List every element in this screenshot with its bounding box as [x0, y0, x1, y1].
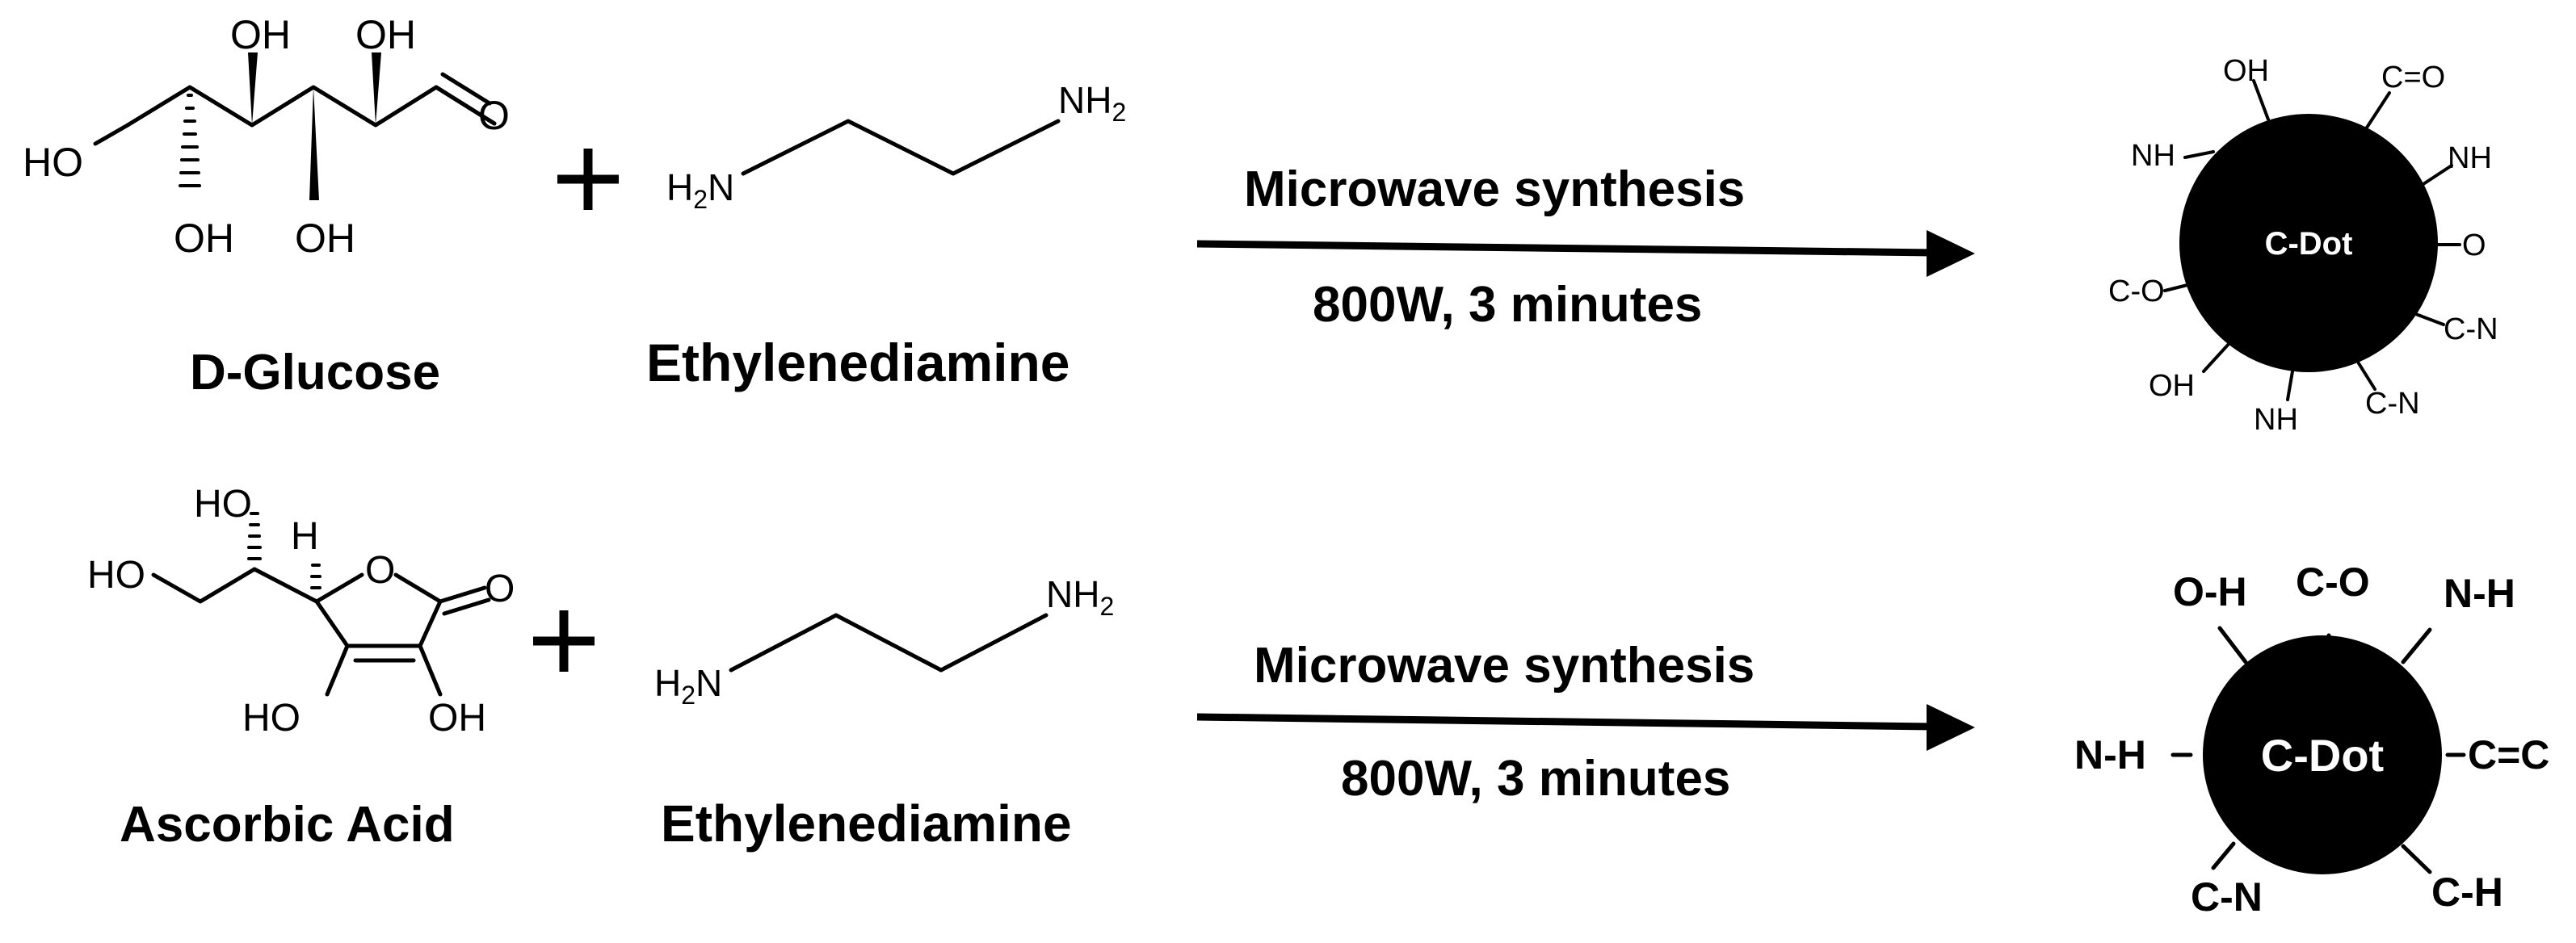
ascorbic-ring-lower: [314, 599, 443, 648]
ascorbic-oh-bond-1: [325, 643, 350, 697]
c-dot-1-group-co-double: C=O: [2381, 61, 2445, 94]
c-dot-2-group-oh: O-H: [2173, 569, 2247, 614]
glucose-wedge-2: [372, 52, 381, 125]
ascorbic-o-ring: O: [365, 549, 395, 592]
eda-1-h2n-label: H2N: [666, 166, 734, 214]
c-dot-1-group-c-o: C-O: [2108, 275, 2165, 308]
eda-2-h2n-label: H2N: [654, 662, 722, 710]
ascorbic-name-label: Ascorbic Acid: [120, 797, 455, 853]
c-dot-1-group-nh-right: NH: [2448, 141, 2492, 175]
glucose-backbone: [93, 85, 497, 146]
plus-sign-2: [533, 610, 595, 672]
c-dot-1-group-o: O: [2462, 228, 2486, 262]
eda-2-nh2-label: NH2: [1046, 573, 1114, 621]
eda-1-name-label: Ethylenediamine: [646, 333, 1070, 392]
ethylenediamine-structure-2: H2N NH2: [654, 573, 1114, 710]
glucose-ho-left: HO: [23, 140, 83, 185]
conditions-1-params: 800W, 3 minutes: [1313, 277, 1702, 333]
c-dot-2-group-co: C-O: [2296, 560, 2370, 605]
glucose-oh-top-2: OH: [355, 12, 416, 57]
c-dot-1-core: [2179, 114, 2438, 372]
glucose-co-double: [440, 72, 492, 106]
c-dot-1-group-cn-right: C-N: [2444, 312, 2498, 346]
eda-1-backbone: [741, 119, 1061, 176]
ascorbic-carbonyl-double: [442, 597, 491, 616]
plus-sign-1: [557, 149, 619, 210]
c-dot-1-label: C-Dot: [2265, 226, 2353, 262]
ascorbic-side-chain: [151, 567, 257, 604]
eda-1-nh2-label: NH2: [1058, 79, 1126, 127]
ascorbic-ho-top: HO: [194, 483, 252, 526]
c-dot-2-group-cc: C=C: [2468, 732, 2549, 777]
c-dot-1-group-oh-bottom: OH: [2149, 369, 2195, 403]
c-dot-2-group-cn: C-N: [2191, 874, 2263, 920]
ascorbic-ho-left: HO: [87, 554, 145, 597]
c-dot-2-group-nh-right: N-H: [2444, 571, 2515, 616]
c-dot-product-2: C-Dot O-H C-O N-H N-H C=C C-N C-H: [2074, 560, 2549, 920]
glucose-wedge-1: [248, 52, 258, 125]
reaction-arrow-1: [1196, 230, 1975, 277]
ascorbic-ring-c-o: [314, 572, 364, 604]
c-dot-1-group-nh-left: NH: [2131, 139, 2175, 173]
conditions-2-params: 800W, 3 minutes: [1341, 751, 1730, 807]
eda-2-backbone: [729, 613, 1048, 673]
eda-2-name-label: Ethylenediamine: [661, 794, 1072, 853]
glucose-wedge-3: [309, 87, 319, 200]
c-dot-2-group-ch: C-H: [2431, 870, 2503, 915]
reaction-arrow-2: [1196, 704, 1975, 751]
ascorbic-chain-ring-bond: [252, 567, 319, 604]
ascorbic-hash-bond-2: [310, 564, 321, 589]
ascorbic-hash-bond-1: [247, 512, 262, 560]
c-dot-2-group-nh-left: N-H: [2074, 732, 2146, 777]
c-dot-1-group-oh-top: OH: [2223, 54, 2269, 88]
ascorbic-carbonyl: [438, 585, 487, 604]
ascorbic-ho-bottom-1: HO: [242, 697, 300, 740]
ascorbic-o-carbonyl: O: [485, 568, 515, 610]
c-dot-1-group-nh-bottom: NH: [2254, 403, 2298, 437]
glucose-oh-bottom-1: OH: [174, 216, 234, 261]
glucose-name-label: D-Glucose: [190, 345, 440, 400]
conditions-1-method: Microwave synthesis: [1244, 161, 1745, 217]
c-dot-product-1: C-Dot OH C=O NH NH O C-O C-N OH NH C-N: [2108, 54, 2498, 437]
ascorbic-oh-bond-2: [418, 643, 443, 697]
c-dot-2-core: [2203, 635, 2442, 874]
ascorbic-h-stereo: H: [291, 515, 319, 558]
c-dot-1-group-cn-bottom: C-N: [2365, 387, 2420, 421]
glucose-o-aldehyde: O: [478, 93, 510, 138]
glucose-oh-bottom-2: OH: [295, 216, 355, 261]
glucose-hash-bond: [179, 94, 201, 187]
ascorbic-acid-structure: HO H HO O O HO OH: [87, 483, 515, 740]
c-dot-2-label: C-Dot: [2261, 730, 2384, 781]
glucose-co-bond: [434, 85, 497, 126]
ascorbic-oh-bottom-2: OH: [428, 697, 486, 740]
glucose-oh-top-1: OH: [230, 12, 291, 57]
ascorbic-ring-o-c: [393, 572, 443, 604]
conditions-2-method: Microwave synthesis: [1254, 638, 1754, 694]
ethylenediamine-structure-1: H2N NH2: [666, 79, 1126, 214]
d-glucose-structure: OH OH HO O OH OH: [23, 12, 510, 261]
